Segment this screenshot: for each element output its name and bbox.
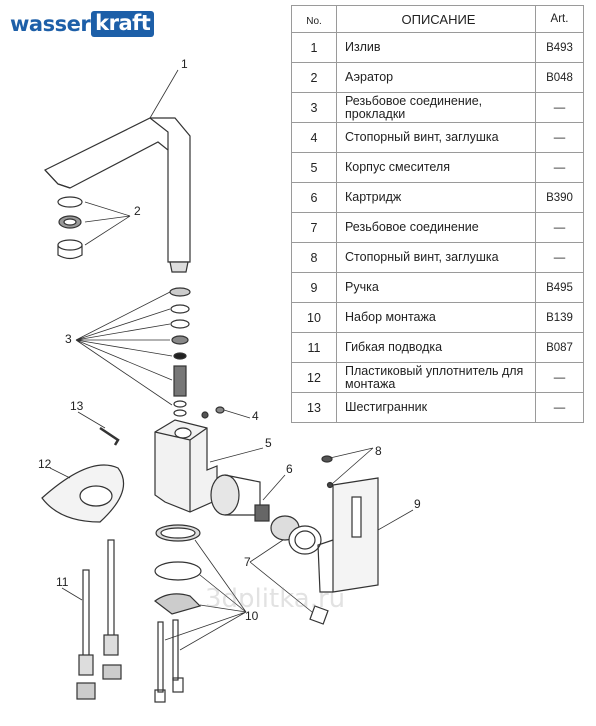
callout-2: 2 xyxy=(134,204,141,218)
row-art: B493 xyxy=(535,32,584,63)
callout-13: 13 xyxy=(70,399,84,413)
flexible-hose-part xyxy=(76,539,122,700)
row-description: Шестигранник xyxy=(336,392,536,423)
callout-8: 8 xyxy=(375,444,382,458)
row-no: 12 xyxy=(291,362,337,393)
row-art: — xyxy=(535,242,584,273)
row-description: Стопорный винт, заглушка xyxy=(336,242,536,273)
plastic-seal-part xyxy=(41,464,125,523)
brand-logo-part2: kraft xyxy=(91,11,155,37)
row-no: 13 xyxy=(291,392,337,423)
callout-7: 7 xyxy=(244,555,251,569)
row-art: B390 xyxy=(535,182,584,213)
row-art: — xyxy=(535,362,584,393)
mounting-kit-part xyxy=(153,524,202,703)
stop-screw-part xyxy=(201,406,225,419)
callout-6: 6 xyxy=(286,462,293,476)
watermark: 3dplitka.ru xyxy=(205,584,346,614)
callout-9: 9 xyxy=(414,497,421,511)
callout-4: 4 xyxy=(252,409,259,423)
handle-part xyxy=(317,477,379,593)
row-description: Резьбовое соединение, прокладки xyxy=(336,92,536,123)
cartridge-part xyxy=(210,474,270,522)
table-header-row: No. ОПИСАНИЕ Art. xyxy=(291,5,584,33)
row-art: — xyxy=(535,392,584,423)
row-art: B087 xyxy=(535,332,584,363)
row-no: 6 xyxy=(291,182,337,213)
row-no: 7 xyxy=(291,212,337,243)
callout-1: 1 xyxy=(181,57,188,71)
aerator-part xyxy=(57,196,83,260)
callout-10: 10 xyxy=(245,609,259,623)
screw-cap-part xyxy=(321,455,334,489)
threaded-ring-part xyxy=(270,515,329,625)
row-description: Стопорный винт, заглушка xyxy=(336,122,536,153)
header-art: Art. xyxy=(535,5,584,33)
row-description: Резьбовое соединение xyxy=(336,212,536,243)
spout-part xyxy=(44,117,191,273)
brand-logo-part1: wasser xyxy=(10,12,91,36)
row-description: Корпус смесителя xyxy=(336,152,536,183)
callout-12: 12 xyxy=(38,457,52,471)
row-no: 8 xyxy=(291,242,337,273)
mixer-body-part xyxy=(154,419,218,513)
threaded-connection-part xyxy=(169,287,191,417)
header-description: ОПИСАНИЕ xyxy=(336,5,536,33)
row-art: B048 xyxy=(535,62,584,93)
callout-3: 3 xyxy=(65,332,72,346)
row-no: 10 xyxy=(291,302,337,333)
callout-11: 11 xyxy=(56,575,69,589)
row-description: Ручка xyxy=(336,272,536,303)
row-no: 2 xyxy=(291,62,337,93)
hex-key-part xyxy=(99,426,120,446)
row-art: B139 xyxy=(535,302,584,333)
callout-5: 5 xyxy=(265,436,272,450)
